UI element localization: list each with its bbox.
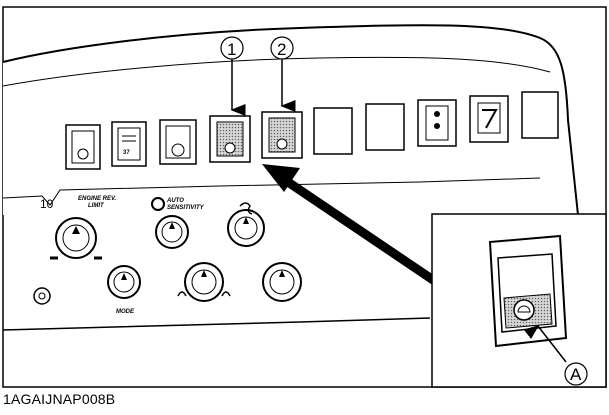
auto-sensitivity-label-1: AUTO xyxy=(166,198,184,204)
switch-2-value: 37 xyxy=(123,150,130,156)
knob-cluster: 10 ENGINE REV. LIMIT AUTO SENSITIVITY xyxy=(33,196,302,315)
switch-row: 37 xyxy=(65,91,559,170)
auto-sensitivity-label-2: SENSITIVITY xyxy=(167,205,205,211)
sensitivity-knob xyxy=(155,215,189,249)
callout-a-label: A xyxy=(570,365,582,384)
switch-3 xyxy=(159,119,197,165)
callout-2-label: 2 xyxy=(277,40,286,59)
callout-1-label: 1 xyxy=(227,40,236,59)
switch-2: 37 xyxy=(111,121,147,167)
blank-switch-2 xyxy=(365,103,405,151)
blank-switch-1 xyxy=(313,107,353,155)
engine-rev-limit-label-2: LIMIT xyxy=(88,203,105,209)
switch-indicator-1 xyxy=(417,99,457,147)
switch-indicator-2 xyxy=(469,95,509,143)
bottom-right-knob xyxy=(262,262,302,302)
inset-detail: A xyxy=(431,213,607,388)
blank-switch-3 xyxy=(521,91,559,139)
panel-screw-center-icon xyxy=(38,292,46,300)
engine-rev-knob xyxy=(50,217,102,260)
switch-1 xyxy=(65,124,101,170)
dial-value-label: 10 xyxy=(40,197,54,211)
light-switch-icon xyxy=(513,299,535,321)
figure-code: 1AGAIJNAP008B xyxy=(3,391,116,407)
mode-label: MODE xyxy=(116,309,135,315)
right-top-knob xyxy=(227,202,265,247)
switch-callout-2 xyxy=(261,111,303,159)
auto-sensitivity-icon xyxy=(151,197,165,211)
engine-rev-limit-label-1: ENGINE REV. xyxy=(78,196,116,202)
callout-2: 2 xyxy=(270,36,296,112)
bottom-middle-knob xyxy=(177,262,231,302)
mode-knob: MODE xyxy=(107,265,141,315)
switch-callout-1 xyxy=(209,115,251,163)
big-pointer-arrow xyxy=(262,164,451,294)
callout-1: 1 xyxy=(220,36,246,116)
